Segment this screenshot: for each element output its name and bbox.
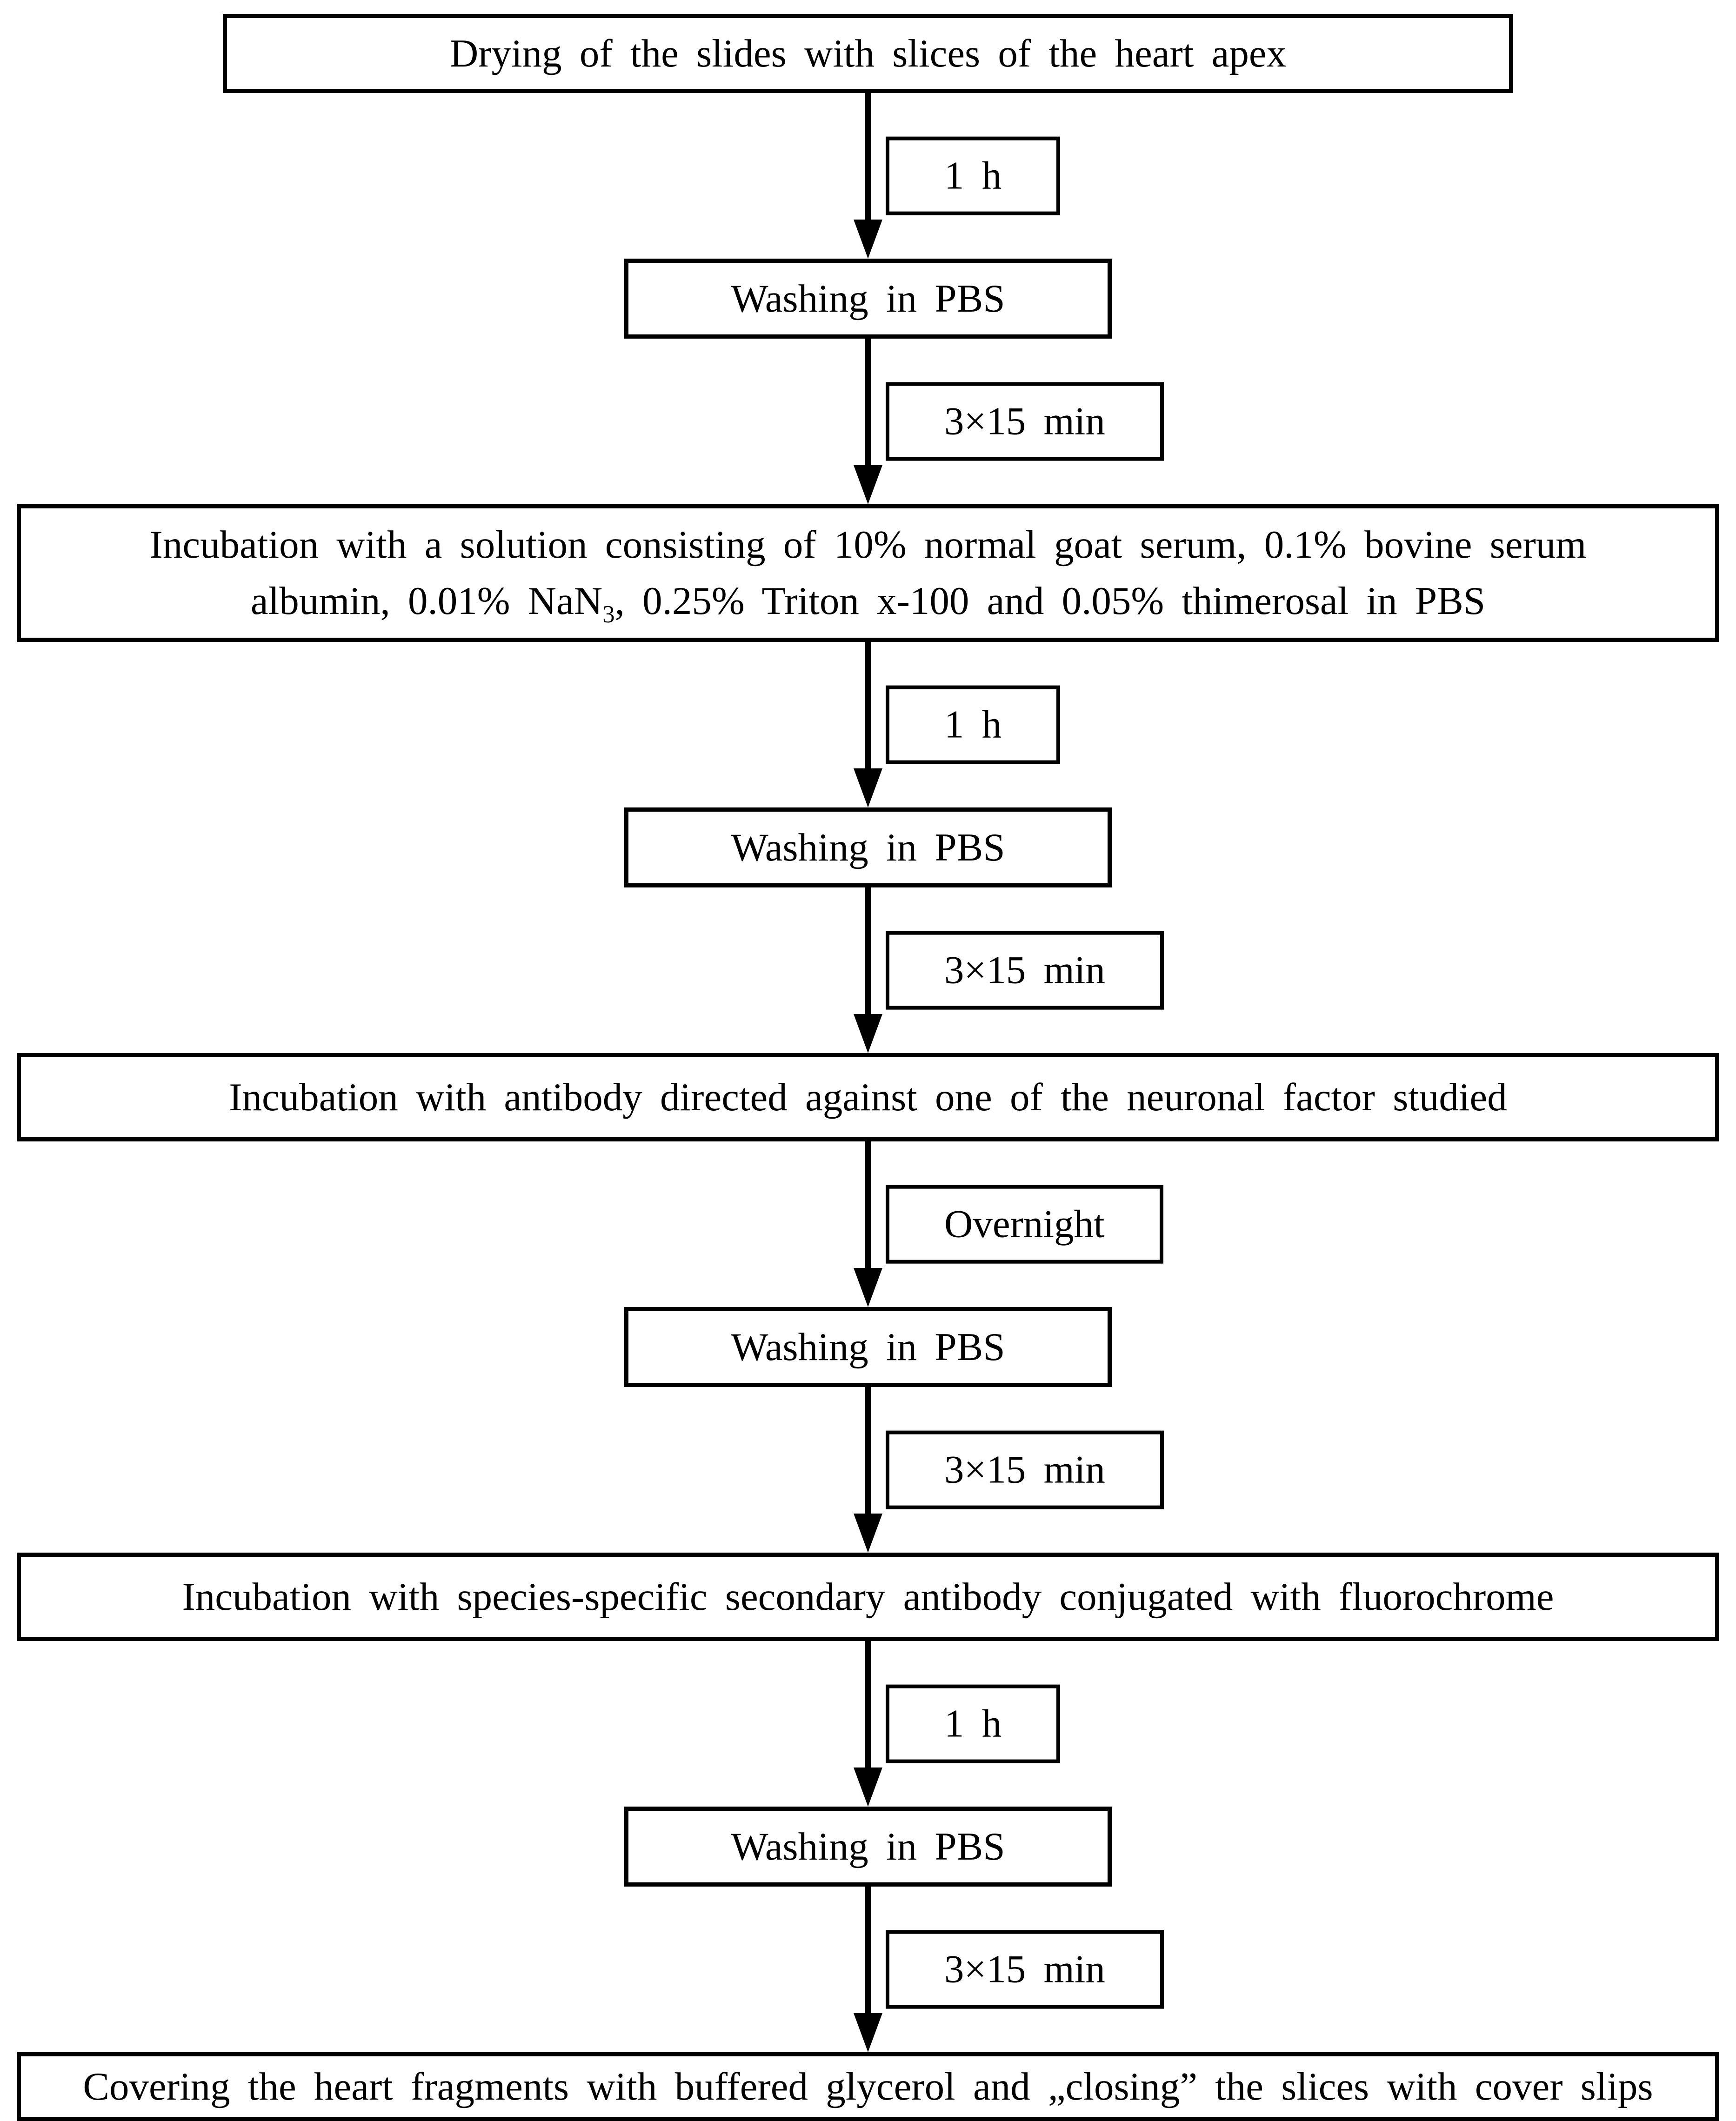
arrowhead-icon xyxy=(854,768,882,807)
flow-arrow-2: 3×15 min xyxy=(0,339,1736,504)
arrow-line xyxy=(865,1641,871,1770)
box-text: Washing in PBS xyxy=(731,825,1005,869)
arrowhead-icon xyxy=(854,1514,882,1553)
arrow-line xyxy=(865,1141,871,1271)
arrowhead-icon xyxy=(854,1768,882,1807)
arrow-line xyxy=(865,93,871,222)
flow-arrow-6: 3×15 min xyxy=(0,1387,1736,1553)
washing-box-4: Washing in PBS xyxy=(624,1807,1112,1887)
secondary-antibody-box: Incubation with species-specific seconda… xyxy=(17,1553,1719,1641)
arrowhead-icon xyxy=(854,2013,882,2052)
arrowhead-icon xyxy=(854,465,882,504)
drying-box: Drying of the slides with slices of the … xyxy=(223,14,1513,93)
subscript: 3 xyxy=(602,601,615,628)
time-label-6: 3×15 min xyxy=(886,1430,1164,1509)
washing-box-2: Washing in PBS xyxy=(624,807,1112,887)
time-label-4: 3×15 min xyxy=(886,931,1164,1010)
blocking-incubation-box: Incubation with a solution consisting of… xyxy=(17,504,1719,642)
flow-arrow-7: 1 h xyxy=(0,1641,1736,1807)
time-label-7: 1 h xyxy=(886,1684,1061,1763)
arrow-line xyxy=(865,1887,871,2016)
arrowhead-icon xyxy=(854,1014,882,1053)
time-label-3: 1 h xyxy=(886,685,1061,764)
coverslip-box: Covering the heart fragments with buffer… xyxy=(17,2052,1719,2121)
box-text-line-1: Incubation with a solution consisting of… xyxy=(149,523,1587,567)
box-text: Covering the heart fragments with buffer… xyxy=(83,2064,1653,2108)
washing-box-3: Washing in PBS xyxy=(624,1307,1112,1387)
box-text: Washing in PBS xyxy=(731,276,1005,320)
arrowhead-icon xyxy=(854,220,882,259)
flow-arrow-3: 1 h xyxy=(0,642,1736,807)
arrow-line xyxy=(865,339,871,468)
box-text: Drying of the slides with slices of the … xyxy=(449,31,1287,75)
box-text: Washing in PBS xyxy=(731,1824,1005,1868)
box-text-line-2: albumin, 0.01% NaN3, 0.25% Triton x-100 … xyxy=(250,579,1486,628)
flow-arrow-8: 3×15 min xyxy=(0,1887,1736,2052)
box-text: Washing in PBS xyxy=(731,1325,1005,1369)
flow-arrow-5: Overnight xyxy=(0,1141,1736,1307)
flow-arrow-4: 3×15 min xyxy=(0,887,1736,1053)
box-text: Incubation with species-specific seconda… xyxy=(182,1574,1554,1619)
arrow-line xyxy=(865,887,871,1017)
time-label-1: 1 h xyxy=(886,136,1061,215)
time-label-2: 3×15 min xyxy=(886,382,1164,461)
arrow-line xyxy=(865,1387,871,1516)
primary-antibody-box: Incubation with antibody directed agains… xyxy=(17,1053,1719,1141)
arrow-line xyxy=(865,642,871,771)
box-text: Incubation with antibody directed agains… xyxy=(229,1075,1507,1119)
time-label-8: 3×15 min xyxy=(886,1930,1164,2009)
washing-box-1: Washing in PBS xyxy=(624,259,1112,339)
flow-arrow-1: 1 h xyxy=(0,93,1736,259)
time-label-5: Overnight xyxy=(886,1185,1163,1264)
arrowhead-icon xyxy=(854,1268,882,1307)
